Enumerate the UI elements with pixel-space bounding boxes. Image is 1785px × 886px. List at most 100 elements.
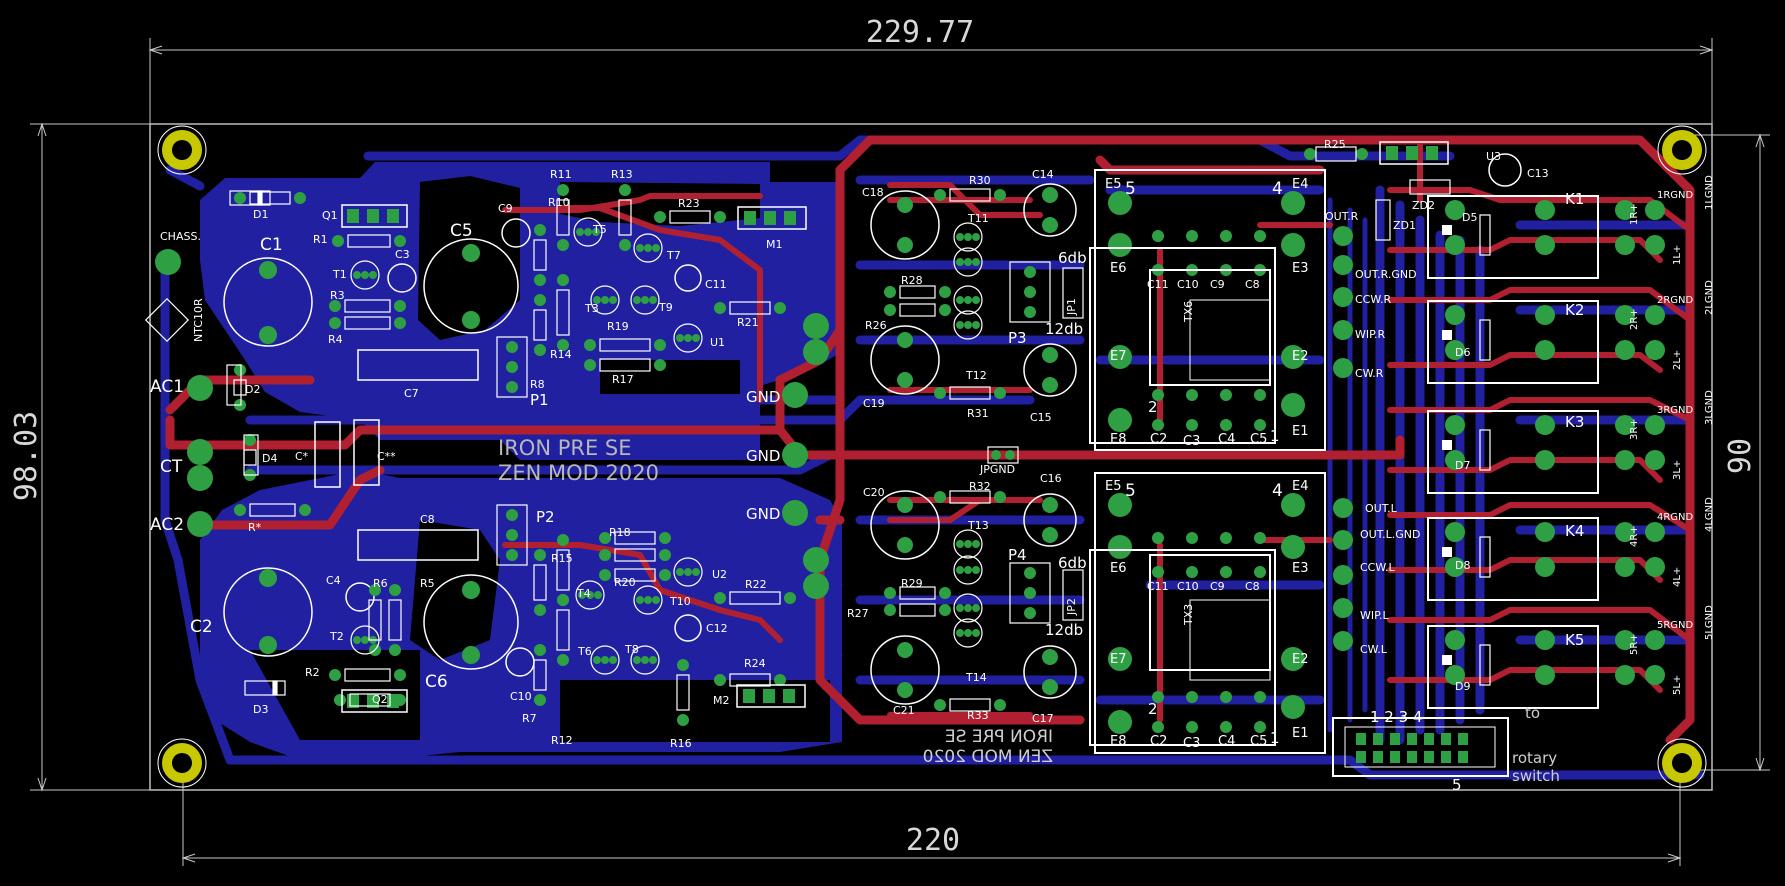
connector-labels-left: OUT.L OUT.L.GND CCW.L WIP.L CW.L [1360,502,1420,656]
relay-pad [1645,200,1665,220]
pad [1186,566,1198,578]
conn-ccw-l: CCW.L [1360,561,1395,574]
cap-cx1-outline [314,421,341,488]
pad [244,434,256,446]
conn-out-l-gnd: OUT.L.GND [1360,528,1420,541]
component-label: C18 [862,186,884,199]
relay-pad [1445,522,1465,542]
component-label: R30 [969,174,991,187]
pad [763,689,775,703]
jpgnd-outline [987,446,1019,464]
component-label: D9 [1455,680,1470,693]
relay-pad [1445,235,1465,255]
pad [1254,721,1266,733]
mounting-holes [157,125,1707,788]
transistor-outline [350,260,380,290]
pad [584,228,592,236]
pad [1254,230,1266,242]
pad [506,549,518,561]
attenuator-pad [1281,345,1305,369]
component-label: C2 [190,617,213,637]
pad [1220,566,1232,578]
att-label: 1 [1270,729,1280,747]
att-label: E2 [1292,349,1309,364]
relay-outline [1427,195,1599,279]
attenuator-pad [1281,493,1305,517]
connector-pad [1333,598,1353,618]
component-label: R11 [550,168,572,181]
pad [939,604,951,616]
component-labels: C1C5C2C6C7C8C*C**R*D1D2D3D4T1T2Q1Q2R1R2R… [190,138,1715,750]
pad [347,209,359,223]
pad [714,592,726,604]
rotary-note-line-2: rotary [1512,749,1557,767]
pad [534,549,546,561]
att-label: 5 [1125,481,1136,501]
pad [884,587,896,599]
pad [1186,419,1198,431]
pad [1220,389,1232,401]
pad [1304,148,1316,160]
relay-pad [1445,305,1465,325]
pad [534,224,546,236]
relay-pad [1535,340,1555,360]
connector-pad [1333,255,1353,275]
pad [609,296,617,304]
diode-outline [244,680,286,696]
zd2-outline [1409,179,1451,195]
q2-outline [341,689,408,713]
pad [506,529,518,541]
relay-label: 3LGND [1704,390,1715,425]
relay-pad [1615,415,1635,435]
component-label: R2 [305,666,320,679]
resistor-outline [556,609,570,651]
pad [389,644,401,656]
pad [1220,419,1232,431]
component-label: C19 [863,397,885,410]
transistor-outline [575,580,605,610]
relay-label: 5RGND [1657,620,1694,631]
relay-diode-mark [1442,330,1452,340]
pad [332,235,344,247]
component-label: P1 [530,391,549,409]
att-label: E8 [1110,734,1127,749]
attenuator-pad [1108,710,1132,734]
pad [964,629,972,637]
rotary-header: 1 2 3 4 5 [1332,708,1509,794]
resistor-outline [676,674,690,711]
component-label: C15 [1030,411,1052,424]
pad [649,656,657,664]
attenuator-pad [1108,191,1132,215]
component-label: R27 [847,607,869,620]
pad [1356,148,1368,160]
label-ac2: AC2 [150,515,184,535]
pad [636,244,644,252]
mirror-line-2: ZEN MOD 2020 [923,747,1053,767]
att-label: C4 [1218,432,1235,447]
pad [934,491,946,503]
component-label: JP1 [1065,298,1078,316]
u3-outline [1379,141,1449,165]
component-label: U3 [1486,150,1501,163]
transistor-outline [630,645,660,675]
pad [334,694,346,706]
component-label: D2 [245,383,260,396]
relay-label: 5L+ [1672,675,1683,695]
pad [684,568,692,576]
component-label: R24 [744,657,766,670]
component-label: D5 [1462,211,1477,224]
resistor-outline [556,199,570,236]
mount-hole-icon [157,125,207,175]
diode-outline [243,434,259,476]
component-label: D1 [253,208,268,221]
resistor-outline [368,599,382,641]
pad [557,339,569,351]
resistor-outline [556,289,570,336]
pad [234,364,246,376]
transistor-outline [953,618,983,648]
att-label: E2 [1292,652,1309,667]
component-label: T2 [329,630,344,643]
resistor-outline [899,603,936,617]
board-title: IRON PRE SE ZEN MOD 2020 [498,436,659,485]
pad [1024,587,1036,599]
